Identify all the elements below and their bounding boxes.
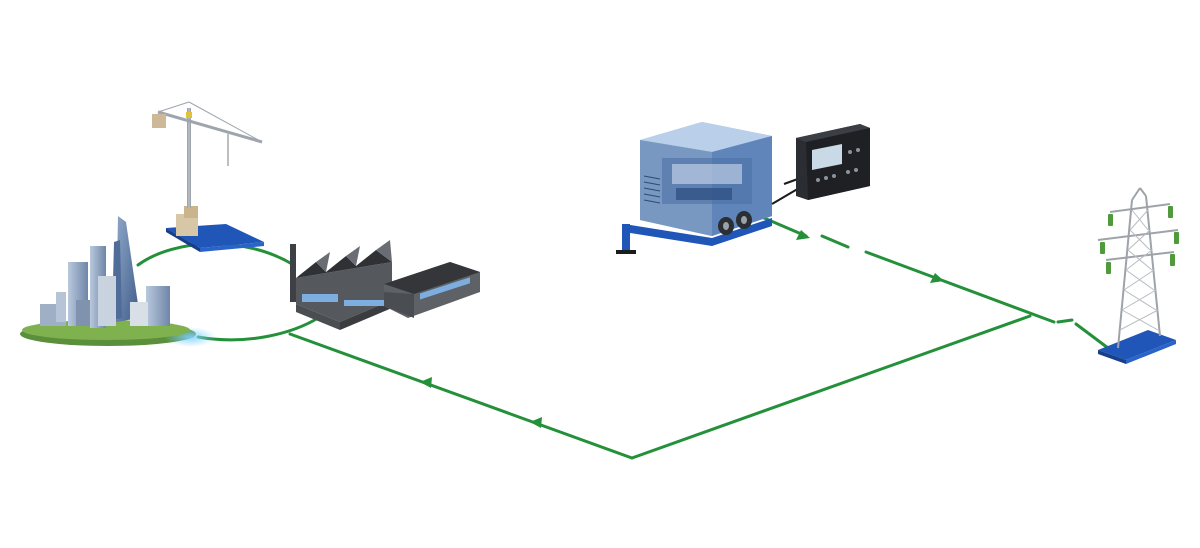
transmission-tower-icon xyxy=(1097,187,1179,364)
flow-arrows xyxy=(420,230,944,428)
breaker-line-segment xyxy=(864,250,1056,324)
city-skyline-icon xyxy=(20,216,216,347)
arrow-icon xyxy=(420,377,432,388)
breaker-open-segment-2 xyxy=(1056,318,1074,324)
grid-to-factory-line xyxy=(288,314,1032,460)
grid-feed-line xyxy=(1074,322,1110,350)
arrow-icon xyxy=(796,230,810,240)
controller-panel-icon xyxy=(771,124,870,205)
breaker-open-segment-1 xyxy=(820,234,850,249)
tower-crane-icon xyxy=(152,101,264,252)
arrow-icon xyxy=(930,273,944,283)
factory-icon xyxy=(290,240,480,330)
generator-trailer-icon xyxy=(616,122,772,254)
arrow-icon xyxy=(530,417,542,428)
